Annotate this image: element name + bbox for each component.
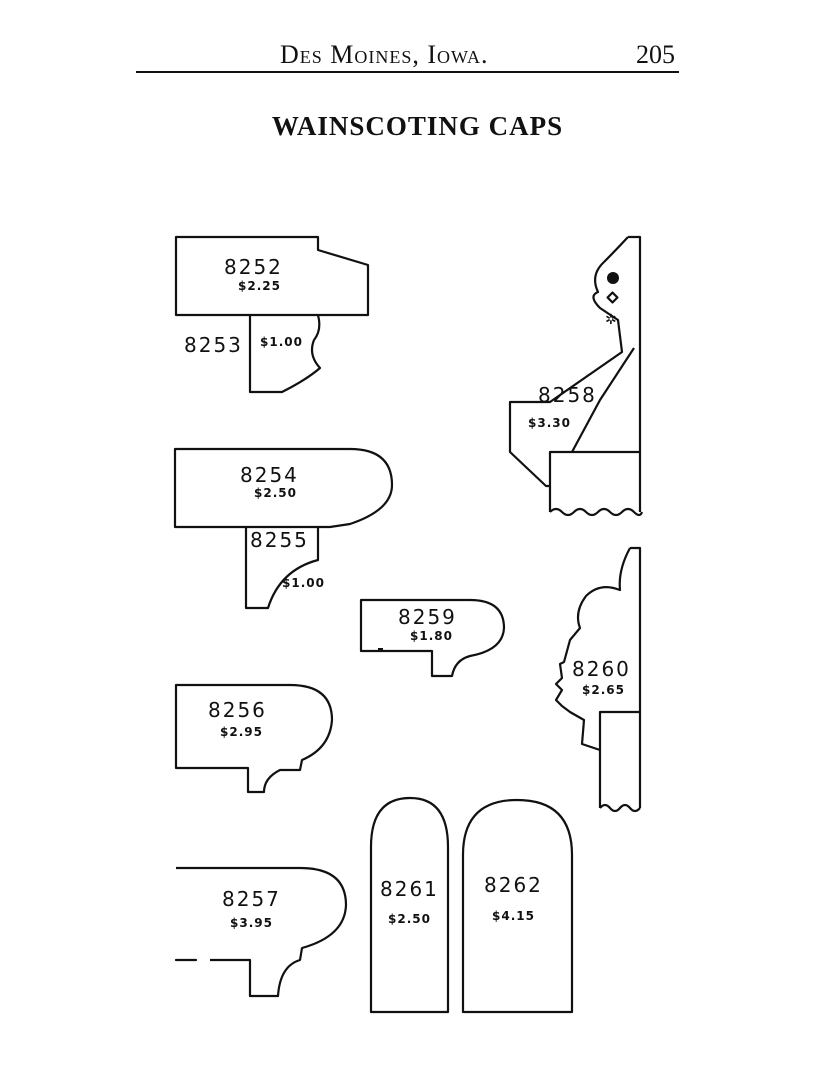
item-price-8256: $2.95 (220, 725, 263, 739)
page-header: Des Moines, Iowa. 205 (0, 0, 835, 80)
profile-8255 (244, 527, 320, 610)
item-price-8260: $2.65 (582, 683, 625, 697)
page-number: 205 (636, 40, 675, 69)
item-number-8260: 8260 (572, 657, 631, 681)
profile-8254 (173, 447, 394, 529)
item-price-8255: $1.00 (282, 576, 325, 590)
item-number-8261: 8261 (380, 877, 439, 901)
profile-8261 (369, 796, 450, 1014)
page-title: WAINSCOTING CAPS (271, 111, 564, 141)
profile-8252 (174, 235, 370, 317)
item-number-8258: 8258 (538, 383, 597, 407)
item-price-8262: $4.15 (492, 909, 535, 923)
item-number-8256: 8256 (208, 698, 267, 722)
profile-8259 (359, 598, 506, 678)
item-number-8257: 8257 (222, 887, 281, 911)
item-price-8258: $3.30 (528, 416, 571, 430)
item-number-8262: 8262 (484, 873, 543, 897)
profile-8262 (461, 798, 574, 1014)
item-price-8253: $1.00 (260, 335, 303, 349)
header-rule (136, 71, 679, 73)
item-number-8253: 8253 (184, 333, 243, 357)
item-number-8252: 8252 (224, 255, 283, 279)
item-price-8254: $2.50 (254, 486, 297, 500)
item-price-8259: $1.80 (410, 629, 453, 643)
item-price-8252: $2.25 (238, 279, 281, 293)
profile-8257 (174, 866, 348, 998)
item-price-8257: $3.95 (230, 916, 273, 930)
item-number-8255: 8255 (250, 528, 309, 552)
svg-text:✲: ✲ (605, 312, 617, 328)
item-number-8259: 8259 (398, 605, 457, 629)
running-head: Des Moines, Iowa. (280, 40, 489, 69)
profile-8260 (554, 546, 642, 813)
profile-8253 (248, 314, 322, 394)
profile-8258: ✲ (508, 235, 644, 517)
item-number-8254: 8254 (240, 463, 299, 487)
profile-8256 (174, 683, 334, 794)
item-price-8261: $2.50 (388, 912, 431, 926)
